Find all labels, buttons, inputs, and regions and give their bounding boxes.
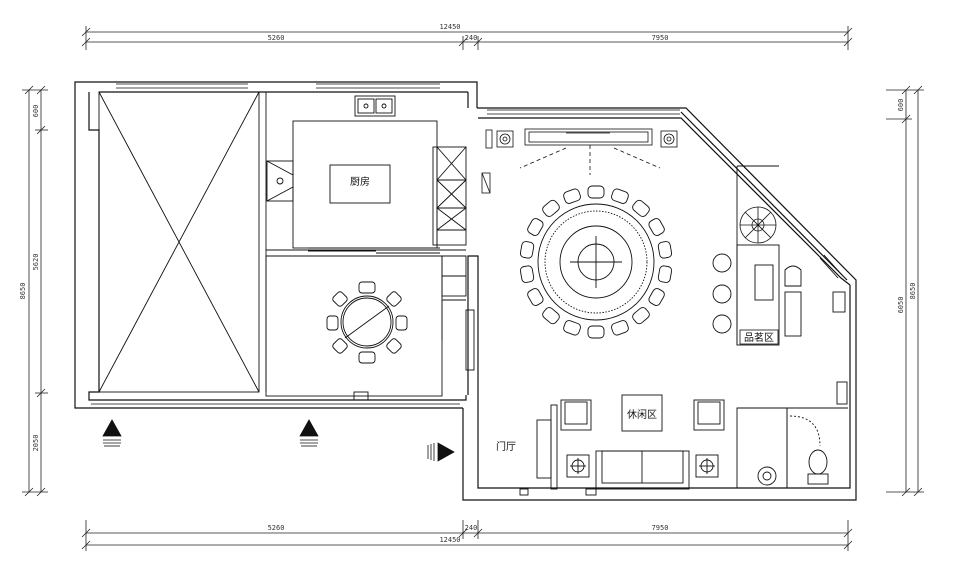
outer-walls: [74, 81, 857, 501]
lounge-area: [536, 394, 725, 490]
tea-area: [712, 165, 848, 405]
entry-label: 门厅: [496, 440, 516, 453]
plant-icon: [739, 206, 777, 244]
chair: [657, 265, 673, 283]
chair: [527, 288, 544, 306]
chair: [632, 199, 650, 217]
dining-table-small: [326, 281, 408, 364]
right-dimensions: [886, 85, 924, 497]
dim-bottom-left: 5260: [268, 524, 285, 532]
bathroom: [519, 407, 848, 496]
tea-label: 品茗区: [744, 332, 774, 344]
ceiling-features: [481, 128, 678, 194]
chair: [611, 188, 629, 204]
dim-bottom-mid: 240: [465, 524, 478, 532]
chair: [587, 325, 605, 339]
dim-top-left: 5260: [268, 34, 285, 42]
chair: [611, 320, 629, 336]
void-area: [98, 91, 267, 393]
window-marks: [91, 83, 680, 405]
chair: [632, 307, 650, 325]
chair: [542, 307, 560, 325]
chair: [563, 188, 581, 204]
dim-right-total: 8650: [909, 283, 917, 300]
dim-top-total: 12450: [439, 23, 460, 31]
dim-bottom-total: 12450: [439, 536, 460, 544]
dining-room: [265, 255, 475, 401]
dim-right-b: 6050: [897, 297, 905, 314]
round-table-chairs: [519, 185, 673, 339]
chair: [563, 320, 581, 336]
dim-top-right: 7950: [652, 34, 669, 42]
chair: [587, 185, 605, 199]
kitchen-label: 厨房: [350, 175, 370, 188]
top-dimensions: [81, 26, 853, 50]
lounge-label: 休闲区: [627, 408, 657, 421]
chair: [648, 218, 665, 236]
dim-right-a: 600: [897, 99, 905, 112]
kitchen-room: [266, 95, 467, 257]
entry-arrows: [102, 419, 455, 462]
bottom-dimensions: [81, 520, 853, 551]
dim-bottom-right: 7950: [652, 524, 669, 532]
dim-left-total: 8650: [19, 283, 27, 300]
tea-label-box: [739, 329, 779, 345]
chair: [527, 218, 544, 236]
left-dimensions: [22, 85, 48, 497]
dim-left-a: 600: [32, 105, 40, 118]
chair: [519, 265, 535, 283]
chair: [519, 241, 535, 259]
round-dining-table: [537, 203, 655, 321]
dim-left-b: 5620: [32, 254, 40, 271]
dim-left-c: 2050: [32, 435, 40, 452]
dim-top-mid: 240: [465, 34, 478, 42]
chair: [657, 241, 673, 259]
chair: [648, 288, 665, 306]
chair: [542, 199, 560, 217]
